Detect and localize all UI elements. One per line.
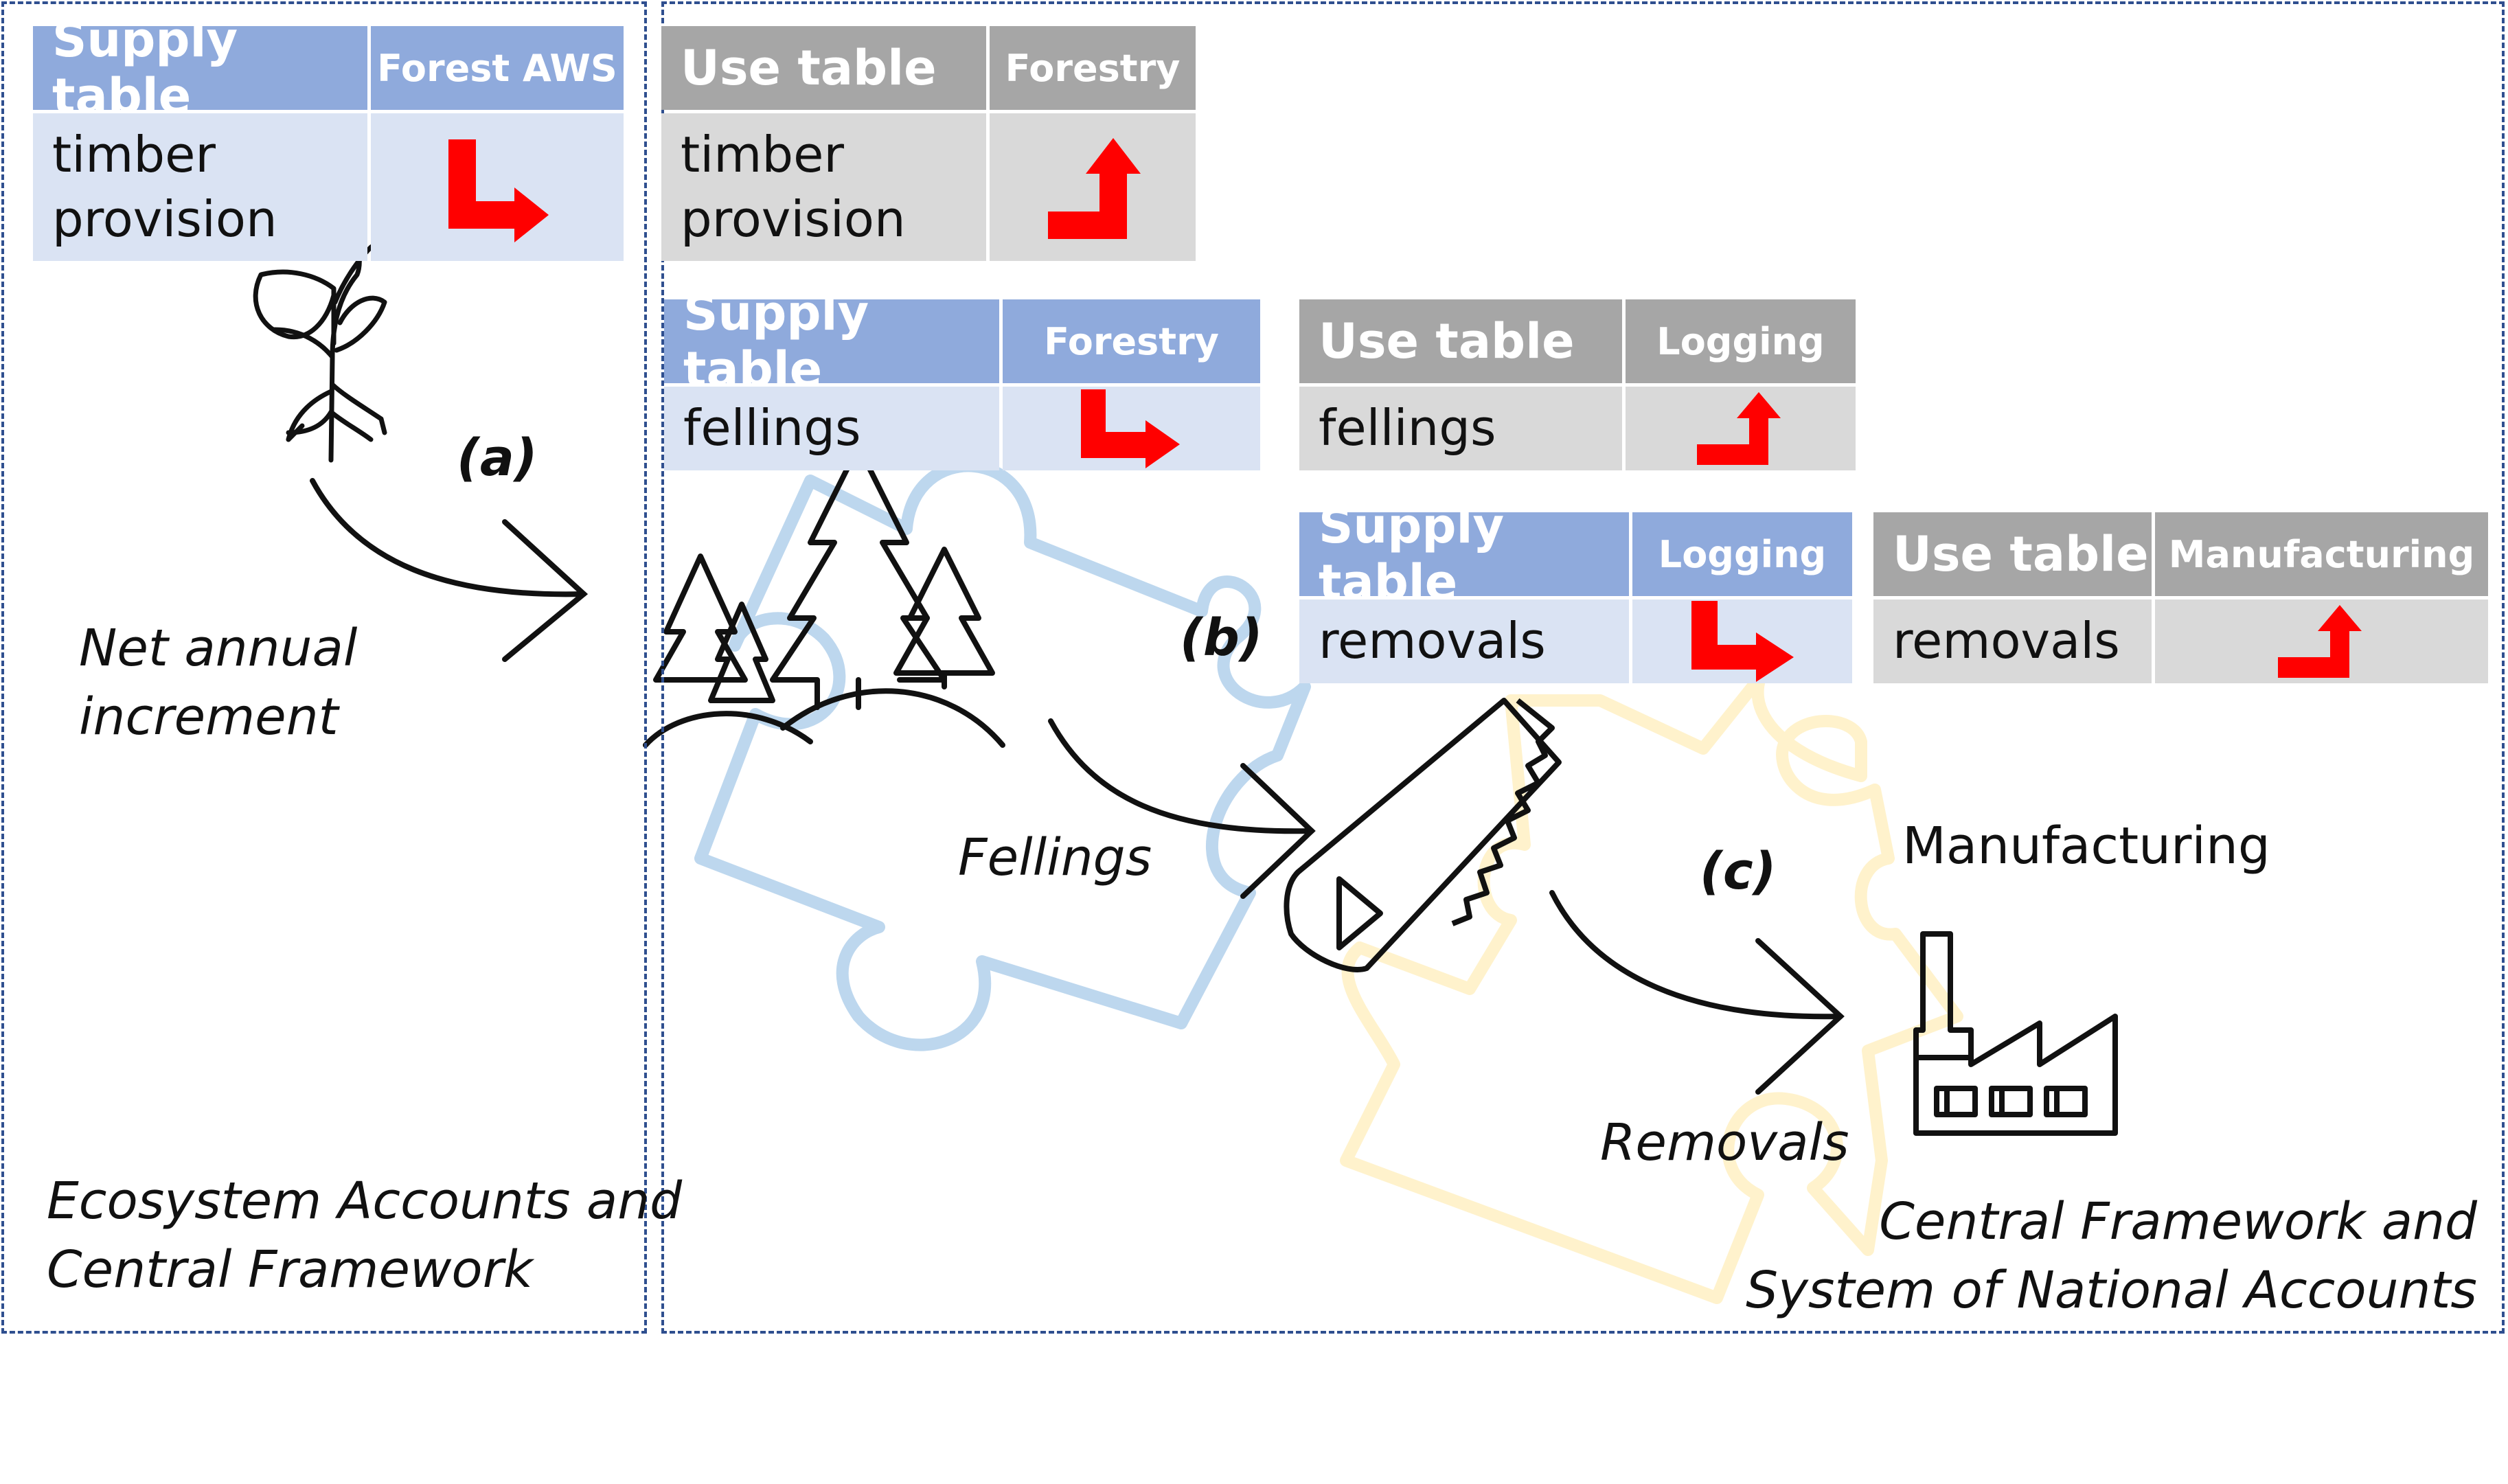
table-row-label: removals [1873, 600, 2152, 683]
table-row-label: removals [1299, 600, 1629, 683]
red-use-arrow-icon [1048, 137, 1141, 239]
step-a-label: (a) [457, 429, 538, 488]
red-supply-arrow-icon [1691, 601, 1794, 682]
ecosystem-accounts-panel [1, 1, 647, 1334]
table-column-header: Forestry [1003, 299, 1260, 383]
use-table-logging: Use table Logging fellings [1299, 299, 1856, 470]
table-title: Use table [1873, 512, 2152, 596]
red-supply-arrow-icon [448, 139, 549, 242]
use-arrow-cell [990, 113, 1196, 261]
flow-arrow [1048, 718, 1316, 899]
step-c-label: (c) [1700, 842, 1777, 901]
table-title: Supply table [1299, 498, 1629, 610]
national-accounts-panel [661, 1, 2505, 1334]
removals-flow-label: Removals [1600, 1113, 1849, 1172]
supply-table-logging: Supply table Logging removals [1299, 498, 1852, 683]
forest-icon [643, 444, 1005, 748]
use-arrow-cell [1626, 387, 1856, 470]
table-column-header: Manufacturing [2155, 512, 2488, 596]
table-column-header: Forest AWS [371, 26, 624, 110]
flow-arrow [310, 478, 589, 662]
red-use-arrow-icon [1696, 392, 1781, 465]
table-title: Supply table [33, 12, 367, 124]
supply-arrow-cell [1632, 600, 1852, 683]
use-table-manufacturing: Use table Manufacturing removals [1873, 512, 2488, 683]
use-arrow-cell [2155, 600, 2488, 683]
flow-arrow [1549, 890, 1845, 1095]
table-title: Use table [1299, 299, 1622, 383]
red-use-arrow-icon [2277, 605, 2362, 678]
manufacturing-label: Manufacturing [1902, 817, 2270, 876]
table-column-header: Forestry [990, 26, 1196, 110]
step-b-label: (b) [1180, 608, 1263, 667]
table-row-label: fellings [664, 387, 999, 470]
saw-icon [1284, 698, 1562, 972]
supply-table-forestry: Supply table Forestry fellings [664, 285, 1260, 470]
table-column-header: Logging [1632, 512, 1852, 596]
table-title: Supply table [664, 285, 999, 398]
table-title: Use table [661, 26, 986, 110]
puzzle-piece-icon [1340, 639, 1963, 1304]
red-supply-arrow-icon [1080, 389, 1180, 468]
fellings-flow-label: Fellings [958, 828, 1152, 887]
table-row-label: fellings [1299, 387, 1622, 470]
puzzle-piece-icon [694, 459, 1311, 1051]
table-column-header: Logging [1626, 299, 1856, 383]
factory-icon [1913, 931, 2118, 1136]
supply-arrow-cell [371, 113, 624, 261]
supply-arrow-cell [1003, 387, 1260, 470]
